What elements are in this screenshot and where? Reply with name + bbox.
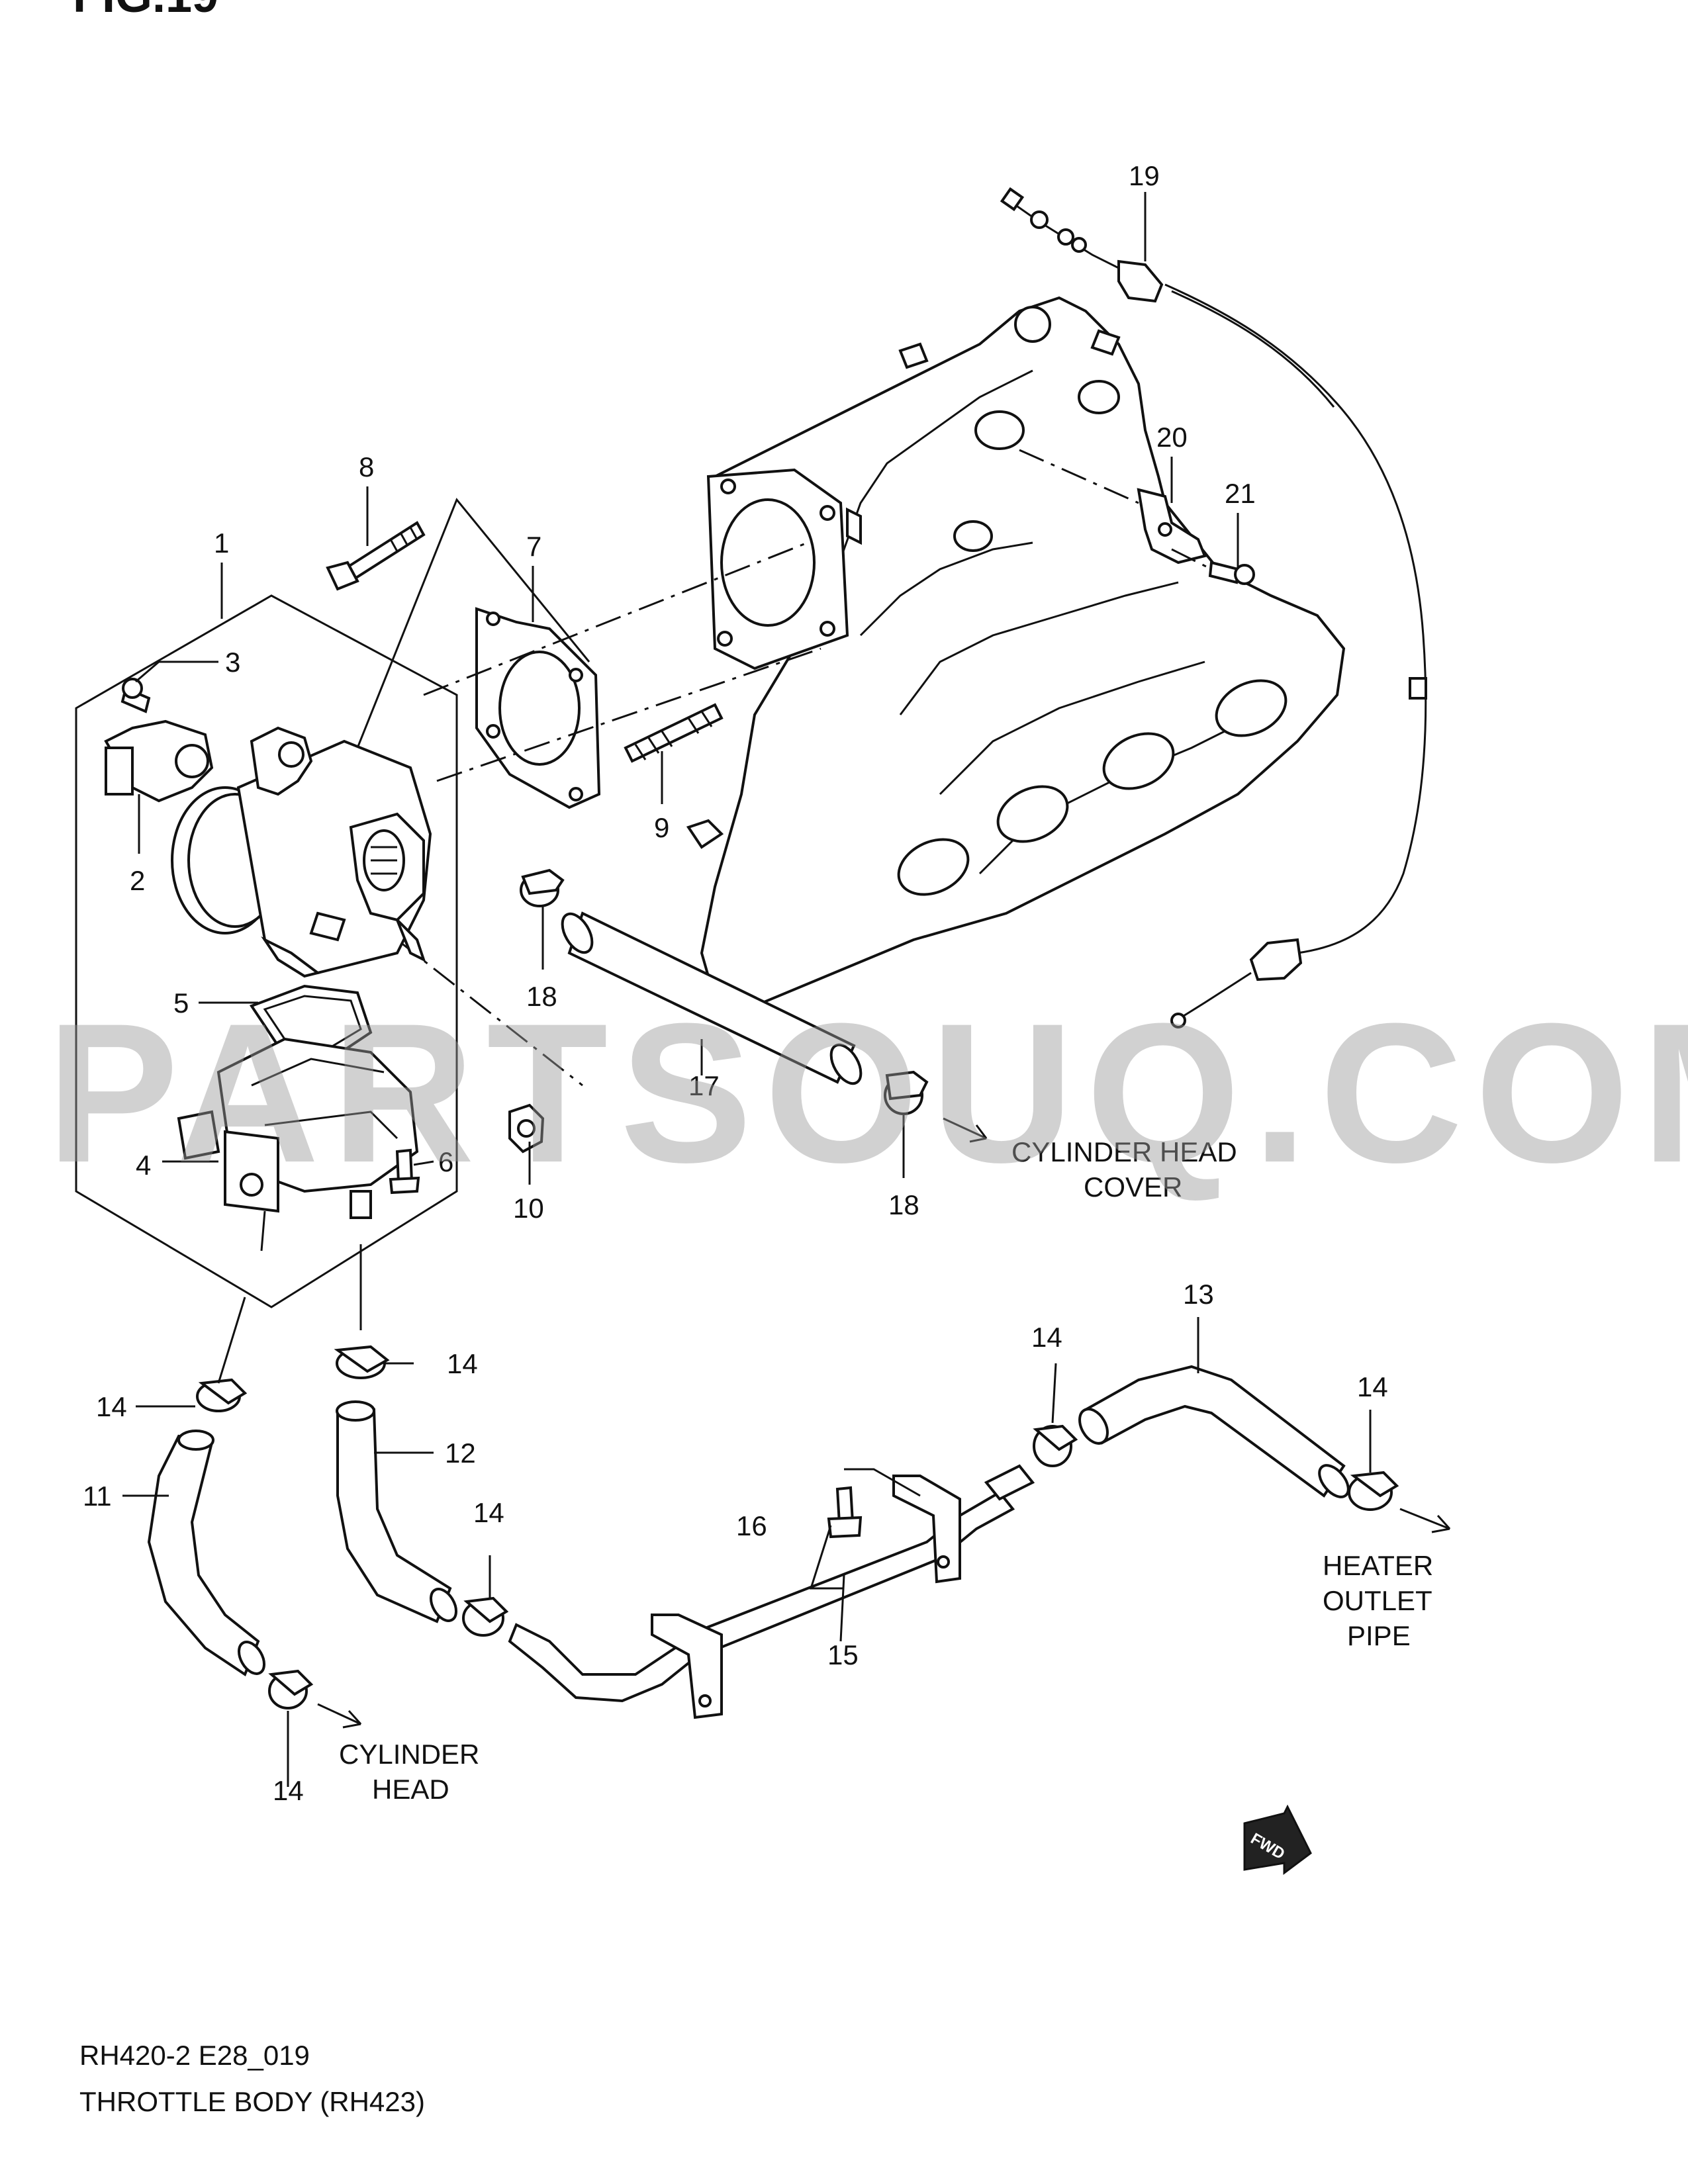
callout-3: 3 <box>225 647 240 678</box>
bracket <box>1019 449 1207 565</box>
footer-code: RH420-2 E28_019 <box>79 2040 310 2071</box>
footer-title: THROTTLE BODY (RH423) <box>79 2086 425 2117</box>
callout-13: 13 <box>1183 1279 1214 1310</box>
callout-14a: 14 <box>96 1391 127 1422</box>
callout-5: 5 <box>173 987 189 1019</box>
note-heater-2: OUTLET <box>1323 1585 1432 1616</box>
callout-1: 1 <box>214 527 229 559</box>
clamp-14-e <box>1348 1471 1399 1511</box>
hose-11 <box>147 1430 265 1677</box>
gasket-7 <box>475 607 601 809</box>
arrow-cylinder-head <box>317 1703 362 1729</box>
stud-9 <box>624 703 724 763</box>
nut-10 <box>508 1103 545 1154</box>
callout-18b: 18 <box>888 1189 919 1220</box>
callout-12: 12 <box>445 1437 476 1469</box>
callout-4: 4 <box>136 1150 151 1181</box>
pipe-15 <box>508 1464 1035 1719</box>
figure-title: FIG.19 <box>73 0 218 23</box>
clamp-14-b <box>334 1345 390 1379</box>
fwd-badge: FWD <box>1243 1804 1312 1875</box>
hose-12 <box>336 1400 457 1623</box>
bolt-16 <box>827 1468 921 1539</box>
callout-8: 8 <box>359 451 374 482</box>
callout-7: 7 <box>526 531 541 562</box>
callout-18a: 18 <box>526 981 557 1012</box>
arrow-heater-outlet <box>1399 1508 1451 1533</box>
callout-11: 11 <box>83 1480 112 1512</box>
callout-14b: 14 <box>447 1348 478 1379</box>
clamp-14-d <box>1033 1424 1078 1467</box>
callout-16: 16 <box>736 1510 767 1541</box>
callout-19: 19 <box>1129 160 1160 191</box>
hose-13 <box>1078 1365 1350 1498</box>
destination-notes: CYLINDER HEAD COVER HEATER OUTLET PIPE C… <box>339 1136 1433 1805</box>
note-cylinder-head-2: HEAD <box>372 1774 449 1805</box>
leader-lines <box>122 192 1372 1787</box>
intake-manifold <box>686 296 1346 1008</box>
clamp-18-upper <box>520 868 565 907</box>
callout-numbers: 1 2 3 4 5 6 7 8 9 10 11 12 13 14 14 14 1… <box>83 160 1388 1806</box>
callout-15: 15 <box>827 1639 859 1670</box>
callout-14e: 14 <box>1357 1371 1388 1402</box>
callout-20: 20 <box>1156 422 1188 453</box>
clamp-14-f <box>268 1669 314 1709</box>
clamp-14-c <box>462 1596 509 1637</box>
bolt-8 <box>326 521 426 591</box>
arrow-cylinder-head-cover <box>943 1117 988 1143</box>
note-cylinder-head-cover-2: COVER <box>1084 1171 1182 1203</box>
callout-14d: 14 <box>1031 1322 1062 1353</box>
callout-10: 10 <box>513 1193 544 1224</box>
callout-9: 9 <box>654 812 669 843</box>
clamp-18-lower <box>884 1070 929 1115</box>
callout-2: 2 <box>130 865 145 896</box>
note-heater-1: HEATER <box>1323 1550 1433 1581</box>
note-cylinder-head-cover-1: CYLINDER HEAD <box>1011 1136 1237 1167</box>
note-heater-3: PIPE <box>1347 1620 1411 1651</box>
hose-17 <box>561 911 863 1085</box>
clamp-14-a <box>196 1378 248 1412</box>
note-cylinder-head-1: CYLINDER <box>339 1739 479 1770</box>
callout-6: 6 <box>438 1146 453 1177</box>
bolt-21 <box>1171 548 1255 585</box>
callout-17: 17 <box>688 1070 720 1101</box>
callout-14c: 14 <box>473 1497 504 1528</box>
callout-21: 21 <box>1225 478 1256 509</box>
throttle-body-assembly <box>75 594 458 1308</box>
watermark: PARTSOUQ.COM <box>46 981 1688 1204</box>
accelerator-cable <box>1000 187 1427 1028</box>
callout-14f: 14 <box>273 1775 304 1806</box>
